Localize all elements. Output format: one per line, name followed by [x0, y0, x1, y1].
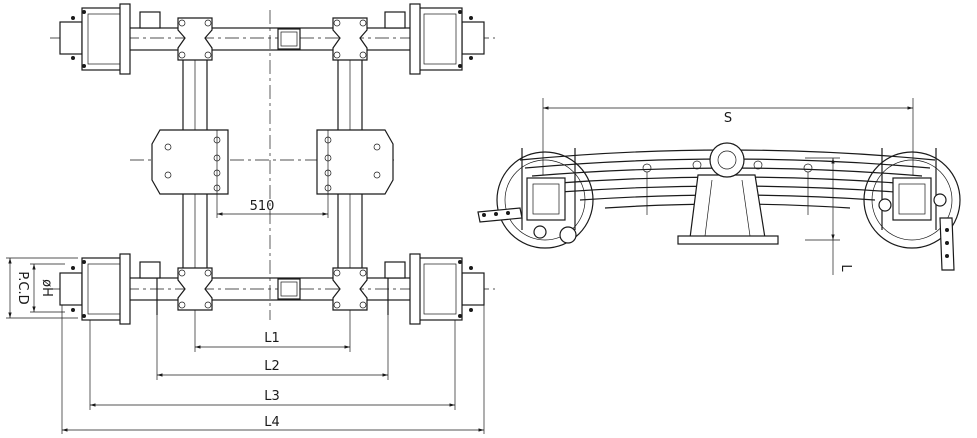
dim-l-label: L	[838, 264, 853, 272]
dim-s: S	[542, 98, 914, 175]
center-hangers	[151, 129, 394, 195]
dim-s-label: S	[724, 111, 732, 126]
dim-l3-label: L3	[264, 389, 280, 404]
dim-l1-label: L1	[264, 331, 280, 346]
dim-l-series: L1 L2 L3 L4	[61, 305, 485, 434]
dim-l4-label: L4	[264, 415, 280, 430]
plan-view: 510 L1 L2 L3 L4 P.C.D	[6, 3, 495, 434]
wheel-hubs	[59, 3, 485, 325]
dim-hub: P.C.D øH	[6, 257, 78, 319]
dim-510-label: 510	[250, 199, 275, 214]
center-hanger	[677, 142, 779, 245]
front-axle	[124, 17, 416, 61]
dim-l2-label: L2	[264, 359, 280, 374]
dim-510: 510	[216, 194, 329, 218]
brake-arms	[477, 193, 955, 271]
brake-chambers	[139, 11, 406, 315]
side-view: S	[477, 98, 961, 275]
pcd-label: P.C.D	[15, 271, 30, 304]
dim-l: L	[805, 157, 853, 275]
hub-diameter-label: øH	[39, 279, 54, 297]
